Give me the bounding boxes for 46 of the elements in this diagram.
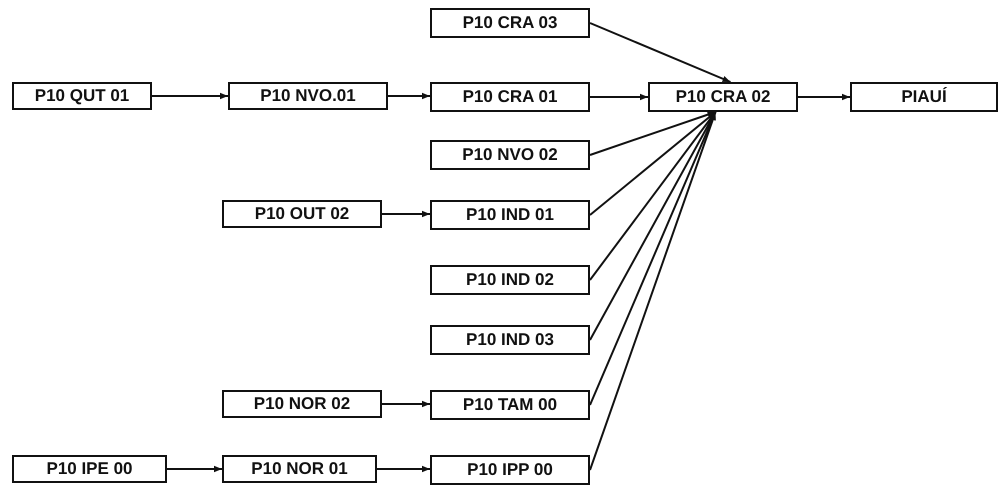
arrow <box>167 466 222 472</box>
node-label: P10 IPP 00 <box>467 460 553 480</box>
node-label: P10 QUT 01 <box>34 86 130 106</box>
node-label: P10 CRA 02 <box>676 87 770 107</box>
node-label: P10 NVO.01 <box>260 86 356 106</box>
process-box <box>430 82 590 112</box>
node-label: P10 TAM 00 <box>462 395 558 415</box>
process-box <box>850 82 998 112</box>
process-box <box>12 455 167 483</box>
process-box <box>430 325 590 355</box>
arrow <box>590 111 716 156</box>
arrow <box>590 22 731 83</box>
arrow <box>382 400 430 408</box>
process-box <box>430 200 590 230</box>
process-box <box>222 390 382 418</box>
node-label: P10 NVO 02 <box>462 145 558 165</box>
node-label: P10 IND 02 <box>466 270 554 290</box>
arrow <box>589 111 716 281</box>
process-box <box>228 82 388 110</box>
arrow <box>152 92 228 100</box>
arrow <box>377 466 430 472</box>
arrow <box>388 92 430 100</box>
node-label: PIAUÍ <box>901 87 947 107</box>
node-label: P10 CRA 03 <box>462 13 558 33</box>
arrow <box>589 112 716 340</box>
node-label: P10 IND 03 <box>466 330 554 350</box>
node-label: P10 OUT 02 <box>254 204 350 224</box>
arrow <box>589 112 716 406</box>
node-label: P10 IND 01 <box>466 205 554 225</box>
node-label: P10 IPE 00 <box>46 459 132 479</box>
process-box <box>430 390 590 420</box>
process-box <box>430 265 590 295</box>
node-label: P10 NOR 01 <box>251 459 348 479</box>
process-box <box>222 455 377 483</box>
arrow <box>382 210 430 218</box>
arrow <box>589 112 716 470</box>
process-box <box>648 82 798 112</box>
process-box <box>12 82 152 110</box>
node-label: P10 NOR 02 <box>254 394 350 414</box>
arrow <box>798 94 850 100</box>
process-box <box>430 140 590 170</box>
process-box <box>430 455 590 485</box>
process-box <box>222 200 382 228</box>
process-box <box>430 8 590 38</box>
arrow <box>590 94 648 100</box>
node-label: P10 CRA 01 <box>462 87 558 107</box>
